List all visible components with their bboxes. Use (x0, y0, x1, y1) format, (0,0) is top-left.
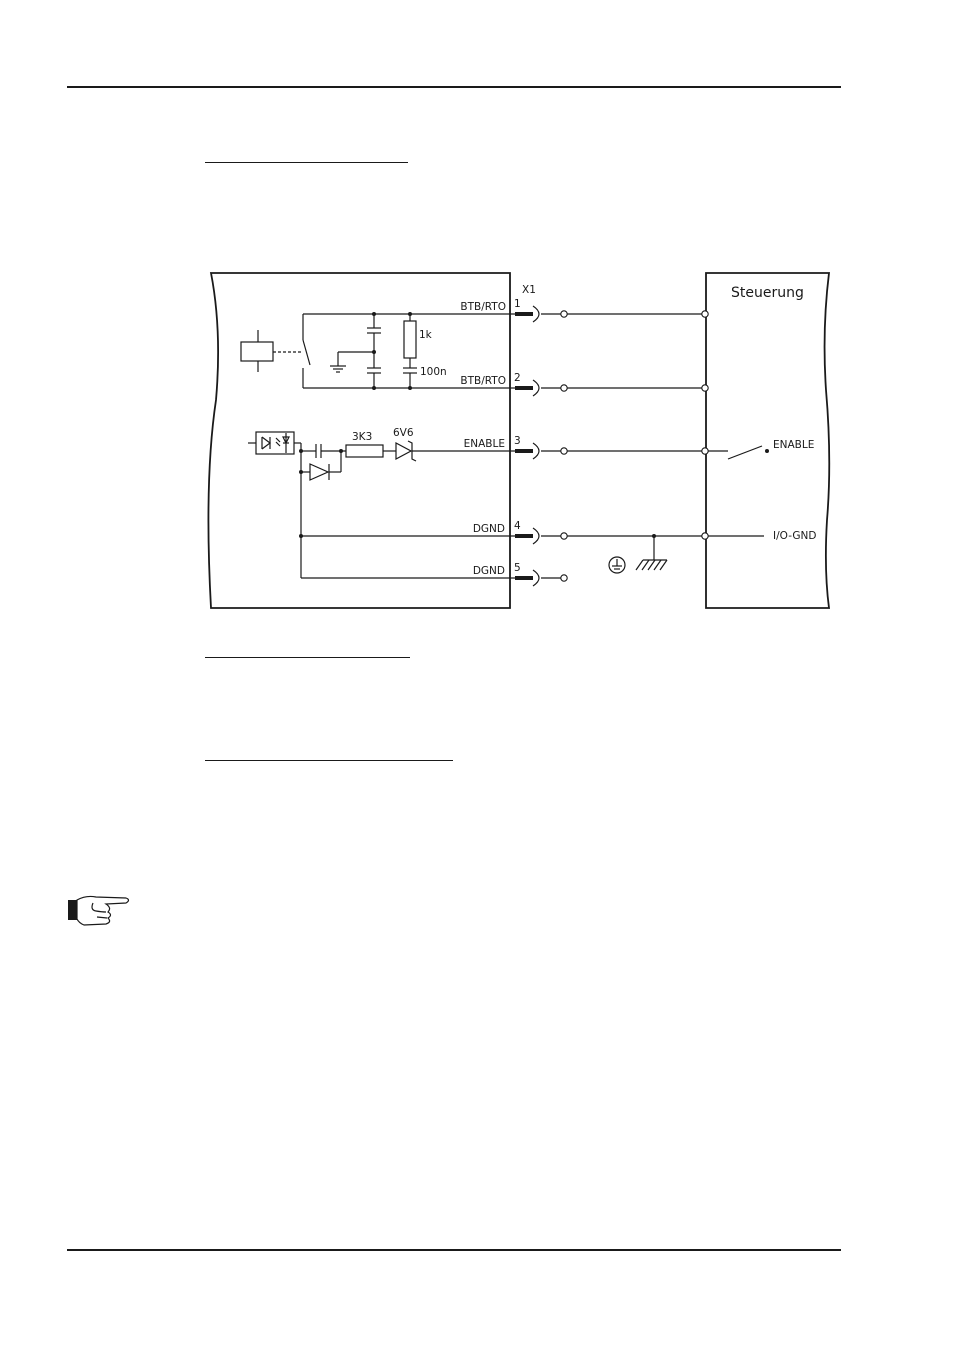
resistor-3k3-label: 3K3 (352, 431, 372, 443)
pin-5-number: 5 (514, 562, 521, 574)
relay-contact-circuit (240, 312, 515, 390)
controller-internal (708, 445, 769, 537)
zener-6v6-label: 6V6 (393, 427, 414, 439)
footer-rule (67, 1249, 841, 1251)
controller-enable-label: ENABLE (773, 439, 814, 451)
pin-4-signal: DGND (473, 523, 505, 535)
pin-3-number: 3 (514, 435, 521, 447)
pin-5-signal: DGND (473, 565, 505, 577)
resistor-1k-label: 1k (419, 329, 433, 341)
connector-pins (515, 305, 568, 587)
pin-2-signal: BTB/RTO (460, 375, 506, 387)
pointing-hand-icon (68, 895, 130, 926)
pin-1-number: 1 (514, 298, 521, 310)
controller-label: Steuerung (731, 285, 804, 301)
pin-3-signal: ENABLE (464, 438, 505, 450)
connector-label: X1 (522, 284, 536, 296)
pin-2-number: 2 (514, 372, 521, 384)
section-heading-underline-1 (205, 162, 408, 163)
controller-box (705, 272, 831, 609)
controller-wiring (567, 310, 709, 574)
header-rule (67, 86, 841, 88)
section-heading-underline-2 (205, 657, 410, 658)
controller-io-gnd-label: I/O-GND (773, 530, 816, 542)
pin-1-signal: BTB/RTO (460, 301, 506, 313)
section-heading-underline-3 (205, 760, 453, 761)
enable-input-circuit (248, 431, 515, 578)
amplifier-box (207, 272, 511, 609)
capacitor-100n-label: 100n (420, 366, 447, 378)
pin-4-number: 4 (514, 520, 521, 532)
